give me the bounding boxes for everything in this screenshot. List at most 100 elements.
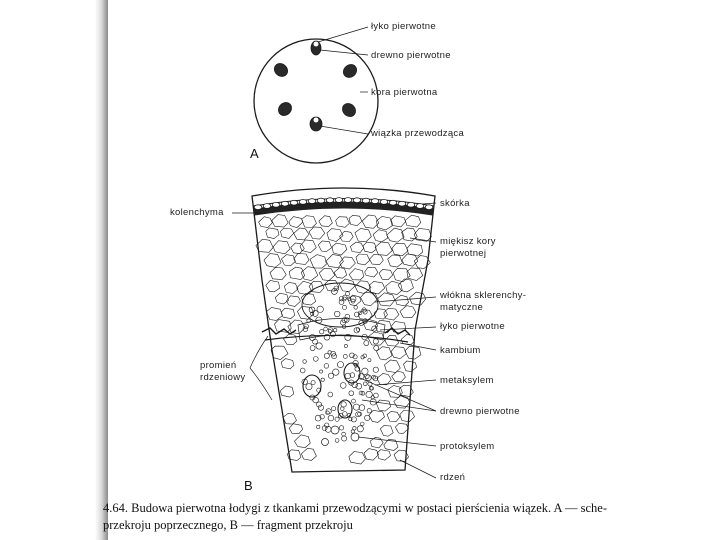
bundle-cell	[341, 317, 348, 323]
bundle-cell	[348, 417, 353, 422]
parenchyma-cell	[283, 333, 298, 346]
stem-outline-circle	[253, 38, 379, 164]
bundle-cell	[342, 304, 347, 310]
epidermis-cell	[298, 199, 308, 205]
vascular-bundle-ring	[273, 40, 358, 132]
bundle-cell	[327, 372, 334, 379]
parenchyma-cell	[376, 449, 391, 461]
bundle-cell	[361, 334, 368, 341]
parenchyma-cell	[279, 385, 295, 398]
epidermis-cell	[379, 199, 389, 205]
parenchyma-cell	[392, 268, 411, 283]
metaxylem-vessel	[337, 399, 353, 419]
parenchyma-cell	[395, 423, 409, 434]
parenchyma-cell	[255, 238, 274, 253]
parenchyma-cell	[384, 334, 399, 347]
parenchyma-cell	[290, 242, 305, 254]
bundle-cell	[332, 368, 340, 376]
parenchyma-cell	[339, 230, 354, 242]
bundle-cell	[314, 414, 322, 422]
bundle-cell	[348, 379, 355, 386]
vascular-bundle	[310, 40, 322, 56]
parenchyma-cell	[377, 292, 396, 307]
parenchyma-cell	[269, 267, 287, 280]
parenchyma-cell	[348, 214, 363, 227]
bundle-cell	[331, 353, 337, 360]
parenchyma-cell	[317, 240, 332, 253]
scan-page-edge	[0, 0, 108, 540]
epidermis-cell	[334, 197, 344, 203]
bundle-cell	[361, 307, 367, 313]
label-pith: rdzeń	[440, 472, 466, 483]
bundle-cell	[310, 311, 315, 316]
bundle-cell	[319, 414, 325, 420]
parenchyma-cell	[380, 425, 394, 437]
bundle-cell	[324, 425, 332, 433]
caption-line-2: przekroju poprzecznego, B — fragment prz…	[103, 518, 353, 532]
parenchyma-cell	[286, 295, 301, 307]
bundle-cell	[367, 358, 372, 363]
bundle-cell	[338, 425, 344, 431]
parenchyma-cell	[280, 358, 295, 370]
label-xylem-b: drewno pierwotne	[440, 406, 520, 417]
parenchyma-cell	[282, 412, 297, 425]
parenchyma-cell	[384, 359, 401, 373]
parenchyma-cell	[271, 214, 289, 228]
label-phloem-b: łyko pierwotne	[440, 321, 505, 332]
bundle-cell	[350, 429, 355, 434]
bundle-cell	[349, 352, 355, 358]
bundle-cell	[341, 431, 346, 437]
protoxylem-vessel	[330, 425, 340, 435]
label-collenchyma: kolenchyma	[170, 207, 224, 218]
parenchyma-cell	[274, 292, 289, 305]
bundle-cell	[348, 390, 354, 396]
parenchyma-cell	[301, 215, 317, 228]
bundle-cell	[309, 345, 316, 351]
parenchyma-cell	[331, 242, 348, 256]
parenchyma-cell	[288, 266, 306, 280]
bundle-cell	[310, 380, 316, 385]
epidermis-cell	[424, 204, 434, 211]
bundle-cell	[317, 404, 324, 411]
parenchyma-cell	[391, 370, 406, 383]
figure-caption: 4.64. Budowa pierwotna łodygi z tkankami…	[103, 500, 703, 534]
parenchyma-cell	[281, 254, 296, 267]
parenchyma-cell	[413, 228, 432, 242]
bundle-cell	[333, 285, 339, 292]
label-ray-2: rdzeniowy	[200, 372, 246, 383]
bundle-cell	[321, 425, 328, 431]
parenchyma-cell	[288, 423, 303, 435]
bundle-cell	[301, 378, 308, 385]
parenchyma-cell	[308, 226, 326, 240]
panel-a-leader-lines	[317, 26, 369, 135]
bundle-cell	[319, 369, 324, 374]
bundle-cell	[316, 387, 322, 393]
bundle-cell	[361, 367, 369, 375]
parenchyma-cell	[390, 346, 407, 359]
bundle-cell	[316, 305, 324, 313]
parenchyma-cell	[368, 281, 386, 295]
bundle-cell	[331, 406, 337, 411]
panel-letter-b: B	[244, 478, 253, 493]
bundle-cell	[325, 408, 332, 415]
parenchyma-cell	[326, 228, 344, 242]
label-protoxylem: protoksylem	[440, 441, 495, 452]
bundle-cell	[368, 386, 374, 391]
bundle-cell	[329, 331, 336, 338]
parenchyma-cell	[265, 227, 280, 239]
parenchyma-cell	[318, 215, 333, 227]
parenchyma-cell	[376, 373, 392, 386]
bundle-cell	[341, 435, 347, 442]
parenchyma-cell	[272, 240, 291, 255]
parenchyma-cell	[283, 282, 299, 294]
epidermis-cell	[280, 200, 290, 207]
bundle-cell	[344, 372, 351, 380]
parenchyma-cell	[364, 266, 379, 278]
bundle-cell	[358, 310, 363, 315]
parenchyma-cell	[350, 241, 365, 253]
cambium-line	[264, 334, 409, 343]
parenchyma-cell	[280, 227, 295, 239]
bundle-cell	[342, 294, 348, 300]
parenchyma-cell	[339, 256, 356, 270]
epidermis-cell	[307, 198, 317, 204]
